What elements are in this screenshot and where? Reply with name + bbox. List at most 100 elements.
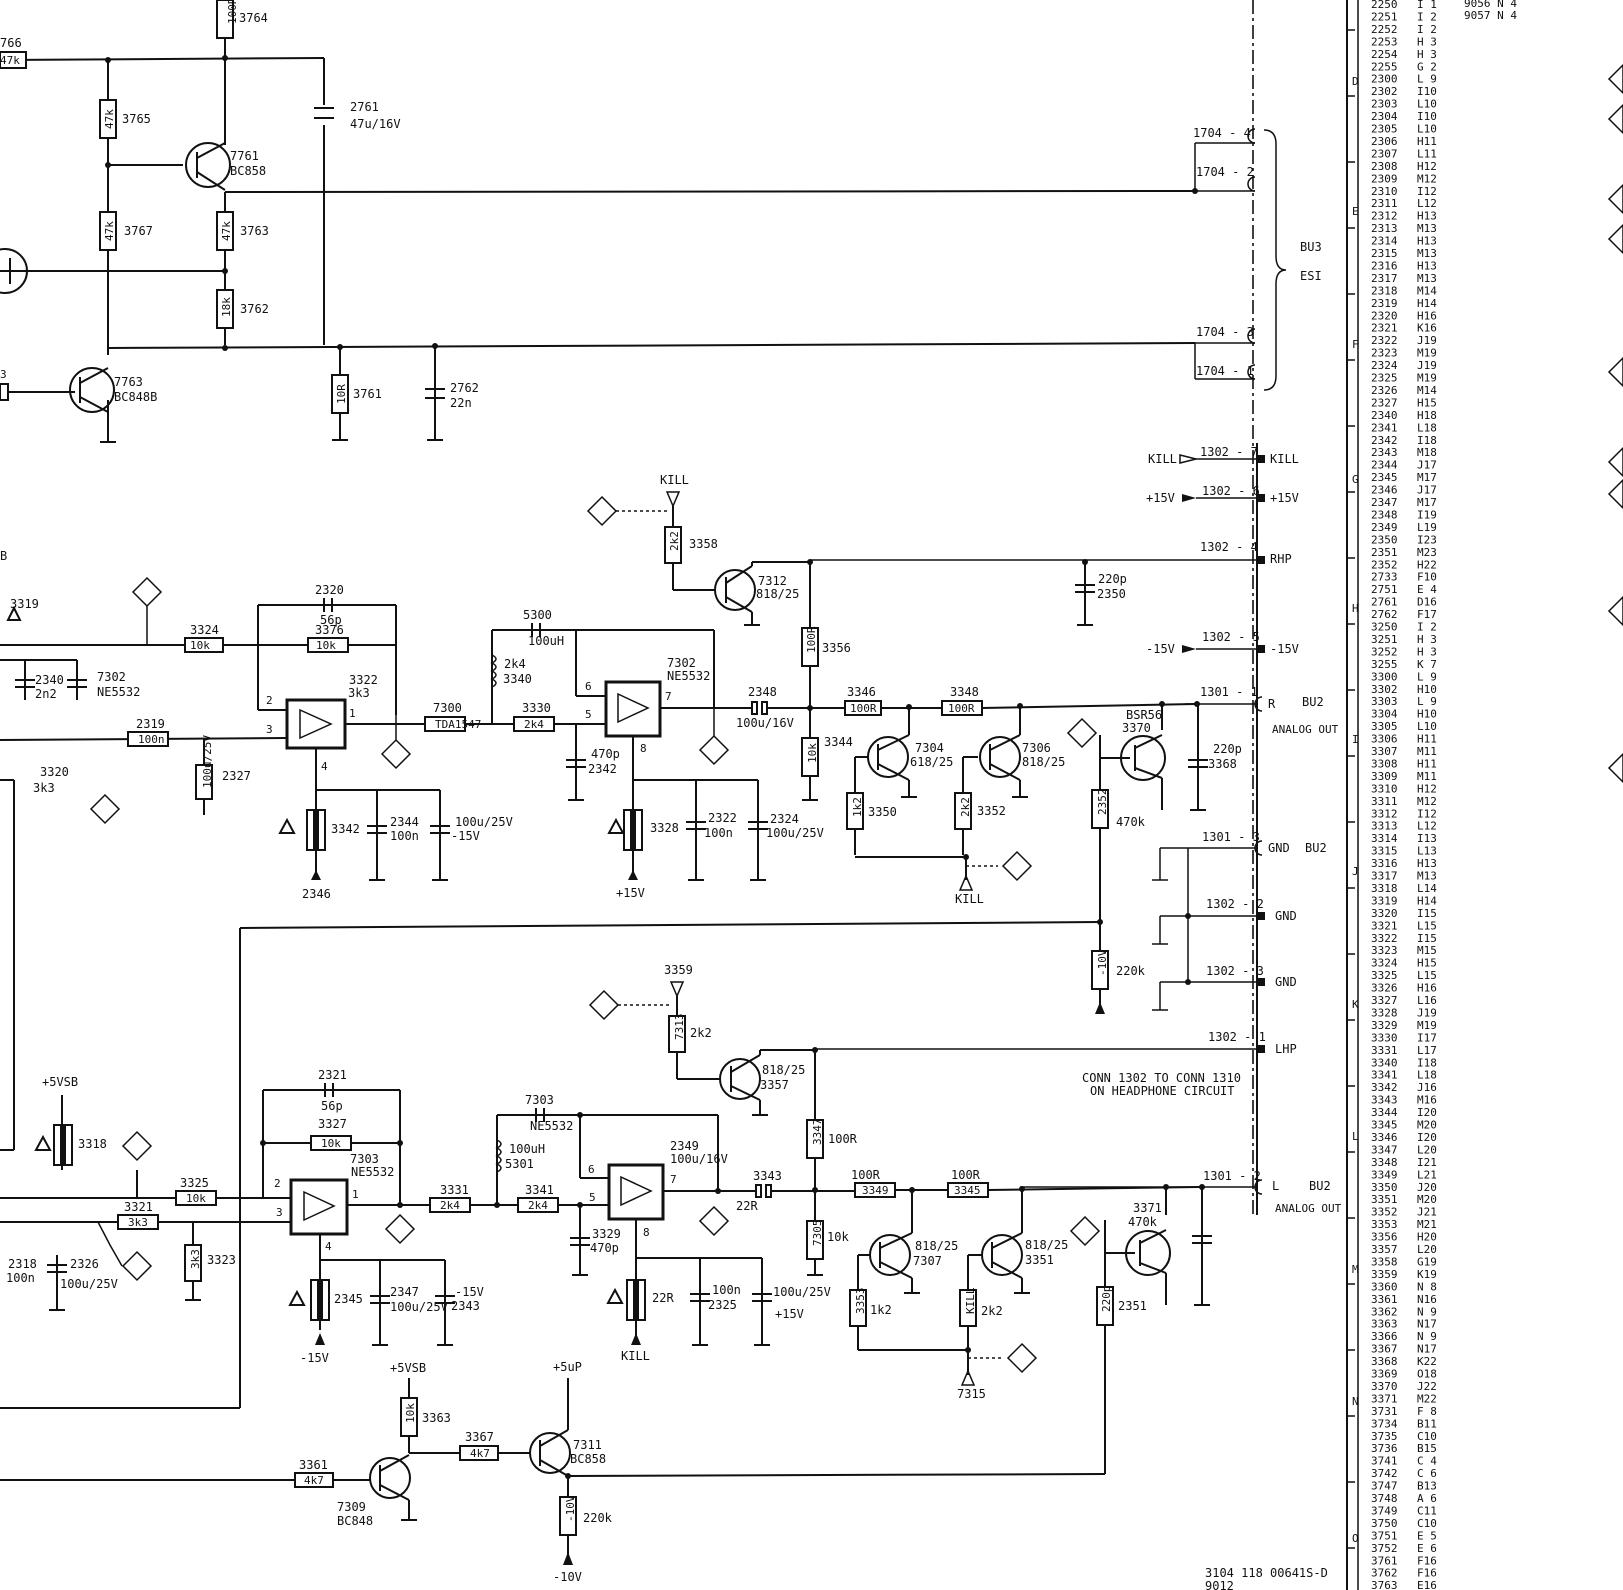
svg-text:4: 4 (325, 1240, 332, 1253)
svg-text:BU2: BU2 (1309, 1179, 1331, 1193)
index-grid-pos: H18 (1417, 409, 1437, 422)
connector-note-line1: CONN 1302 TO CONN 1310 (1082, 1071, 1241, 1085)
index-grid-pos: N 8 (1417, 1280, 1437, 1293)
svg-text:NE5532: NE5532 (97, 685, 140, 699)
index-grid-pos: L 9 (1417, 670, 1437, 683)
svg-text:3343: 3343 (753, 1169, 782, 1183)
svg-text:470k: 470k (1116, 815, 1146, 829)
svg-text:2k2: 2k2 (981, 1304, 1003, 1318)
index-grid-pos: L 9 (1417, 73, 1437, 86)
index-ref: 3346 (1371, 1131, 1398, 1144)
svg-text:LHP: LHP (1275, 1042, 1297, 1056)
index-grid-pos: H 3 (1417, 35, 1437, 48)
index-ref: 2327 (1371, 396, 1398, 409)
svg-text:3353: 3353 (854, 1288, 867, 1315)
svg-text:2347: 2347 (390, 1285, 419, 1299)
index-grid-pos: M12 (1417, 795, 1437, 808)
index-ref: 3763 (1371, 1579, 1398, 1590)
svg-text:KILL: KILL (1148, 452, 1177, 466)
svg-text:47u/16V: 47u/16V (350, 117, 401, 131)
svg-text:3k3: 3k3 (348, 686, 370, 700)
grid-letter: K (1352, 998, 1359, 1011)
top-left-input: 3 (0, 368, 9, 401)
connector-1302-power: KILL 1302 - 7 KILL +15V 1302 - 6 +15V 13… (810, 445, 1299, 656)
index-ref: 3343 (1371, 1094, 1398, 1107)
svg-text:3761: 3761 (353, 387, 382, 401)
index-ref: 2255 (1371, 60, 1398, 73)
svg-text:2340: 2340 (35, 673, 64, 687)
index-grid-pos: H 3 (1417, 633, 1437, 646)
index-grid-pos: M17 (1417, 496, 1437, 509)
top-label-3764: 3764 (239, 11, 268, 25)
svg-text:818/25: 818/25 (1025, 1238, 1068, 1252)
index-grid-pos: F16 (1417, 1567, 1437, 1580)
grid-letter: M (1352, 1263, 1359, 1276)
index-grid-pos: I 1 (1417, 0, 1437, 11)
svg-text:22n: 22n (450, 396, 472, 410)
svg-text:7309: 7309 (337, 1500, 366, 1514)
svg-text:1: 1 (349, 707, 356, 720)
index-grid-pos: L10 (1417, 720, 1437, 733)
index-grid-pos: B15 (1417, 1442, 1437, 1455)
pin-1302-4: 1302 - 4 (1200, 540, 1258, 554)
index-ref: 2316 (1371, 259, 1398, 272)
index-ref: 3366 (1371, 1330, 1398, 1343)
index-grid-pos: I15 (1417, 932, 1437, 945)
index-grid-pos: M11 (1417, 770, 1437, 783)
svg-text:2319: 2319 (136, 717, 165, 731)
top-ground-dots (100, 55, 1198, 443)
index-ref: 3368 (1371, 1355, 1398, 1368)
index-grid-pos: I20 (1417, 1131, 1437, 1144)
index-grid-pos: I12 (1417, 185, 1437, 198)
svg-text:3323: 3323 (207, 1253, 236, 1267)
svg-text:56p: 56p (320, 613, 342, 627)
pin-1302-6: 1302 - 6 (1202, 484, 1260, 498)
svg-text:6: 6 (588, 1163, 595, 1176)
index-ref: 2304 (1371, 110, 1398, 123)
index-grid-pos: K19 (1417, 1268, 1437, 1281)
pin-1302-2: 1302 - 2 (1206, 897, 1264, 911)
pin-1302-5: 1302 - 5 (1202, 630, 1260, 644)
index-ref: 3750 (1371, 1517, 1398, 1530)
grid-letter: N (1352, 1395, 1359, 1408)
index-ref: 2303 (1371, 98, 1398, 111)
index-grid-pos: J22 (1417, 1380, 1437, 1393)
svg-text:2324: 2324 (770, 812, 799, 826)
index-ref: 3347 (1371, 1143, 1398, 1156)
index-grid-pos: M13 (1417, 272, 1437, 285)
index-grid-pos: I17 (1417, 1031, 1437, 1044)
upper-channel: B 3319 2320 56p 10k 3324 10k 3376 2340 2… (0, 473, 1242, 1408)
svg-text:7304: 7304 (915, 741, 944, 755)
svg-text:BC858: BC858 (230, 164, 266, 178)
index-ref: 3328 (1371, 1006, 1398, 1019)
index-ref: 2323 (1371, 347, 1398, 360)
index-ref: 2300 (1371, 73, 1398, 86)
index-ref: 2313 (1371, 222, 1398, 235)
index-ref: 3252 (1371, 645, 1398, 658)
svg-text:100u/16V: 100u/16V (736, 716, 794, 730)
svg-text:NE5532: NE5532 (530, 1119, 573, 1133)
index-grid-pos: J21 (1417, 1206, 1437, 1219)
svg-text:220p: 220p (1100, 1286, 1113, 1313)
svg-text:RHP: RHP (1270, 552, 1292, 566)
index-grid-pos: H11 (1417, 135, 1437, 148)
index-ref: 3300 (1371, 670, 1398, 683)
svg-text:1: 1 (352, 1188, 359, 1201)
svg-text:3330: 3330 (522, 701, 551, 715)
lower-channel: +5VSB 3318 2321 56p 10k 3327 10k 3325 3k… (0, 963, 1212, 1474)
svg-text:2k4: 2k4 (528, 1199, 548, 1212)
index-ref: 2319 (1371, 297, 1398, 310)
svg-text:618/25: 618/25 (910, 755, 953, 769)
index-ref: 3340 (1371, 1056, 1398, 1069)
index-grid-pos: M19 (1417, 1019, 1437, 1032)
svg-text:KILL: KILL (1270, 452, 1299, 466)
svg-text:3322: 3322 (349, 673, 378, 687)
index-ref: 3329 (1371, 1019, 1398, 1032)
index-ref: 3326 (1371, 982, 1398, 995)
svg-text:3762: 3762 (240, 302, 269, 316)
svg-text:3328: 3328 (650, 821, 679, 835)
index-ref: 3742 (1371, 1467, 1398, 1480)
svg-text:100u/16V: 100u/16V (670, 1152, 728, 1166)
svg-text:2k4: 2k4 (504, 657, 526, 671)
